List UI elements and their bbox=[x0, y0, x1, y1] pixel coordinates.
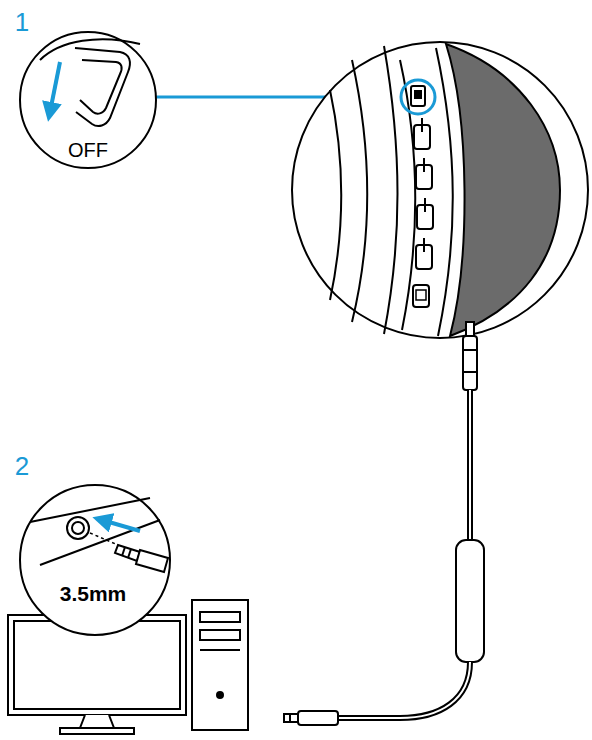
headset-plug bbox=[463, 322, 477, 390]
earcup-closeup bbox=[292, 42, 588, 338]
step-number: 1 bbox=[15, 9, 29, 35]
connector-size: 3.5mm bbox=[60, 583, 127, 604]
switch-inset bbox=[20, 32, 156, 168]
switch-position: OFF bbox=[68, 140, 108, 160]
pc-plug bbox=[284, 711, 338, 725]
jack-inset bbox=[20, 485, 170, 635]
step-number: 2 bbox=[15, 453, 29, 479]
splitter-box bbox=[456, 540, 484, 662]
computer-tower bbox=[192, 600, 248, 730]
cable bbox=[467, 390, 473, 545]
cable bbox=[338, 662, 470, 718]
